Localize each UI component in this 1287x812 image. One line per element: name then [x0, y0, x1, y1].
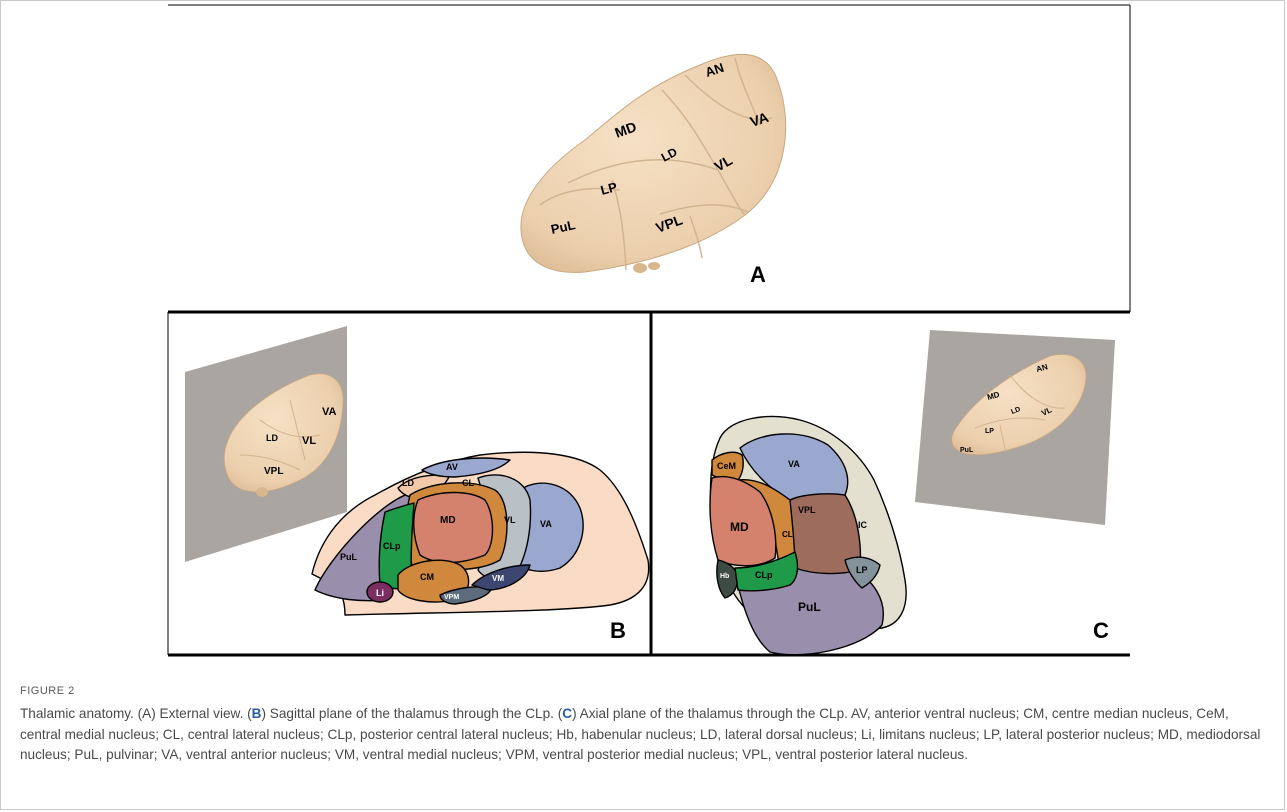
figure-label: FIGURE 2 — [20, 685, 75, 697]
panel-c-label-ic: IC — [858, 520, 868, 530]
panel-c-label-vpl: VPL — [798, 505, 816, 515]
panel-b-label-cm: CM — [420, 572, 434, 582]
panel-c-inset-label-pul: PuL — [960, 447, 974, 454]
panel-c-label-clp: CLp — [755, 570, 773, 580]
panel-b-label-clp: CLp — [383, 541, 401, 551]
panel-b-label-av: AV — [446, 462, 458, 472]
panel-b-inset-label-vpl: VPL — [264, 466, 283, 477]
panel-b-label-va: VA — [540, 519, 552, 529]
figure-caption: Thalamic anatomy. (A) External view. (B)… — [20, 704, 1270, 766]
panel-c-axial-section — [710, 417, 906, 655]
panel-a-letter: A — [750, 262, 766, 287]
panel-c-label-pul: PuL — [798, 600, 821, 614]
panel-c-inset: AN MD LD VL LP PuL — [915, 330, 1115, 525]
panel-b-letter: B — [610, 618, 626, 643]
panel-c-label-md: MD — [730, 520, 749, 534]
panel-c-label-va: VA — [788, 459, 800, 469]
panel-b-label-vl: VL — [504, 515, 516, 525]
panel-c-label-lp: LP — [856, 565, 868, 575]
caption-part-1: Thalamic anatomy. (A) External view. ( — [20, 706, 252, 721]
panel-c-label-cl: CL — [782, 530, 793, 539]
panel-a-thalamus-external: AN MD VA LD VL LP PuL VPL — [521, 54, 786, 273]
panel-b-inset-label-vl: VL — [302, 435, 316, 447]
panel-c-label-cem: CeM — [717, 461, 736, 471]
panel-c-label-hb: Hb — [720, 573, 729, 580]
panel-c-inset-label-lp: LP — [985, 428, 994, 435]
panel-b-label-vm: VM — [492, 574, 504, 583]
panel-b-label-cl: CL — [462, 478, 474, 488]
panel-b-label-pul: PuL — [340, 552, 358, 562]
panel-b-inset-label-ld: LD — [266, 433, 278, 443]
caption-ref-c: C — [562, 706, 572, 721]
caption-ref-b: B — [252, 706, 262, 721]
panel-c-letter: C — [1093, 618, 1109, 643]
figure-panels: AN MD VA LD VL LP PuL VPL A LD VA VL VPL — [0, 0, 1287, 680]
panel-b-label-ld: LD — [402, 478, 414, 488]
panel-b-label-vpm: VPM — [444, 594, 459, 601]
panel-b-label-li: Li — [376, 588, 384, 598]
panel-b-inset: LD VA VL VPL — [185, 326, 347, 562]
panel-b-sagittal-section — [312, 452, 649, 615]
panel-b-label-md: MD — [440, 515, 456, 526]
panel-b-inset-label-va: VA — [322, 406, 337, 418]
caption-part-2: ) Sagittal plane of the thalamus through… — [262, 706, 563, 721]
